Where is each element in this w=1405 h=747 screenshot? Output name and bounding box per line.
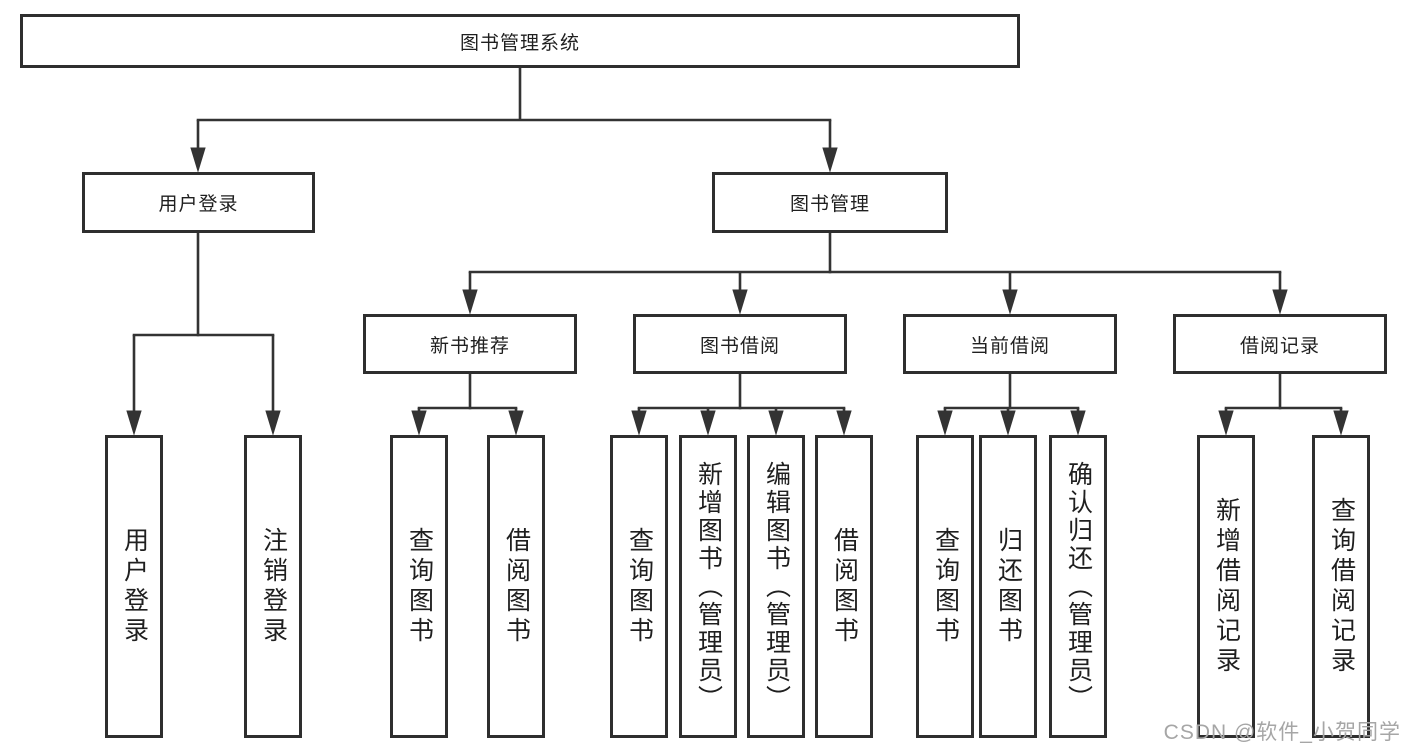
node-library-system: 图书管理系统 <box>20 14 1020 68</box>
leaf-user-login: 用户登录 <box>105 435 163 738</box>
leaf-edit-books-admin: 编辑图书（管理员） <box>747 435 805 738</box>
leaf-query-borrow-record: 查询借阅记录 <box>1312 435 1370 738</box>
leaf-add-borrow-record: 新增借阅记录 <box>1197 435 1255 738</box>
leaf-borrow-books-recommend: 借阅图书 <box>487 435 545 738</box>
leaf-confirm-return-admin: 确认归还（管理员） <box>1049 435 1107 738</box>
node-book-management: 图书管理 <box>712 172 948 233</box>
watermark: CSDN @软件_小贺同学 <box>1163 721 1401 744</box>
node-borrowing-records: 借阅记录 <box>1173 314 1387 374</box>
leaf-query-books-current: 查询图书 <box>916 435 974 738</box>
node-user-login: 用户登录 <box>82 172 315 233</box>
leaf-borrow-books-borrowing: 借阅图书 <box>815 435 873 738</box>
node-new-book-recommend: 新书推荐 <box>363 314 577 374</box>
leaf-logout: 注销登录 <box>244 435 302 738</box>
node-current-borrowing: 当前借阅 <box>903 314 1117 374</box>
leaf-query-books-borrowing: 查询图书 <box>610 435 668 738</box>
leaf-return-books: 归还图书 <box>979 435 1037 738</box>
node-book-borrowing: 图书借阅 <box>633 314 847 374</box>
leaf-add-books-admin: 新增图书（管理员） <box>679 435 737 738</box>
leaf-query-books-recommend: 查询图书 <box>390 435 448 738</box>
